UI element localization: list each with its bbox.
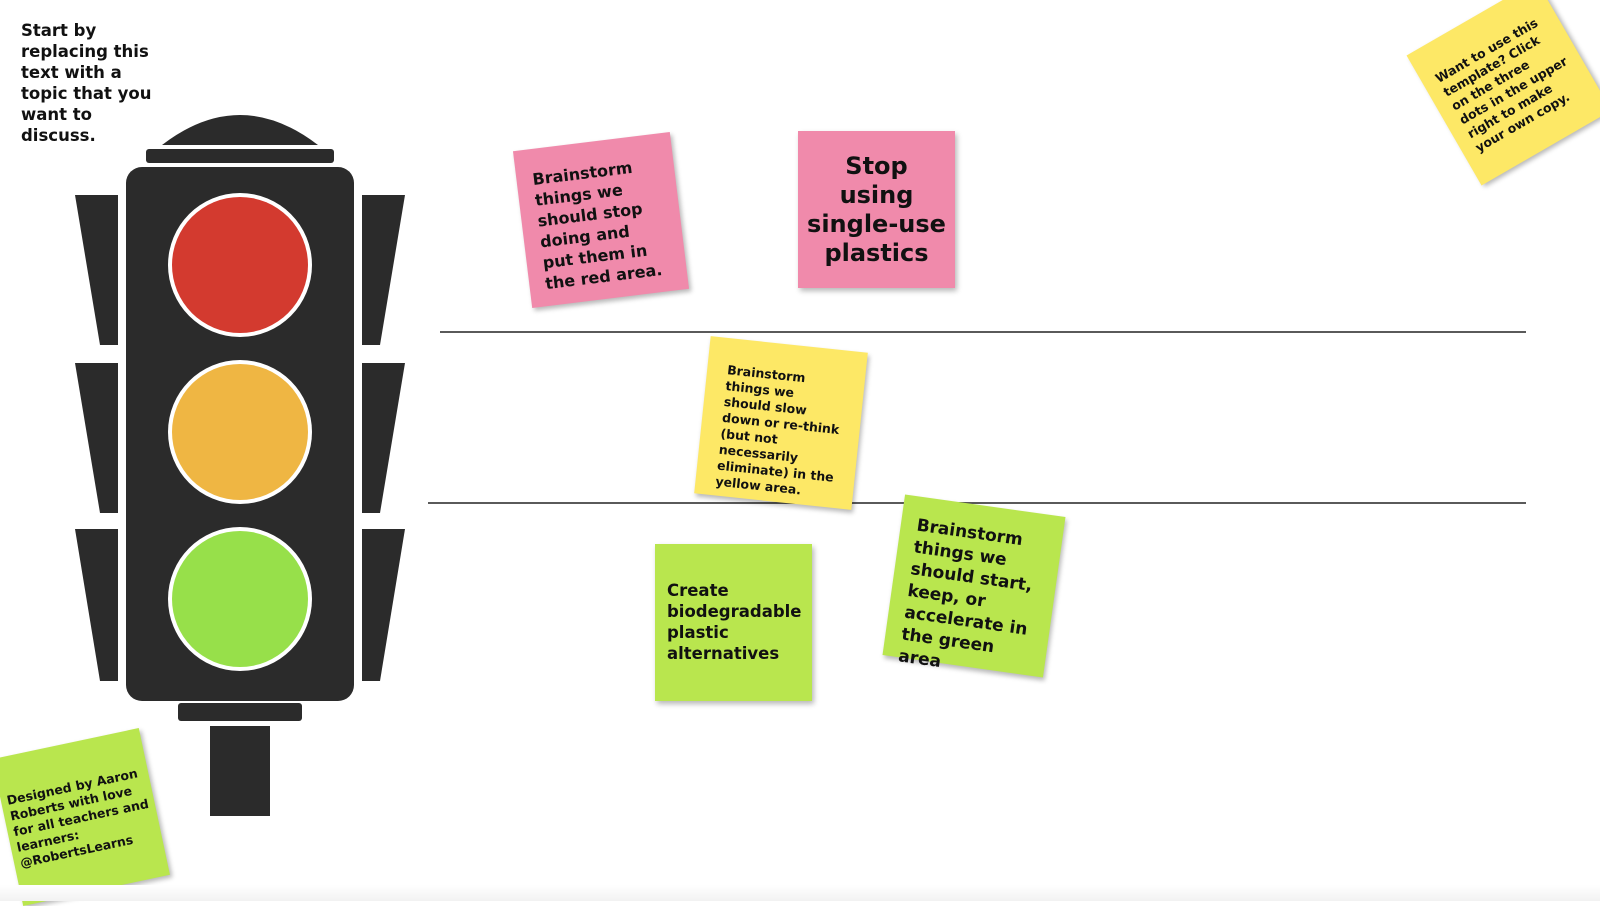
- topic-text[interactable]: Start by replacing this text with a topi…: [21, 21, 152, 145]
- traffic-light-graphic: [75, 115, 405, 816]
- sticky-note-red-prompt[interactable]: Brainstorm things we should stop doing a…: [512, 131, 690, 309]
- right-visor-bottom: [362, 529, 405, 681]
- sticky-note-text: Brainstorm things we should stop doing a…: [531, 157, 664, 294]
- sticky-note-text: Brainstorm things we should start, keep,…: [897, 515, 1034, 673]
- red-light-lens: [172, 197, 308, 333]
- divider-yellow-green: [428, 502, 1526, 504]
- left-visor-mid: [75, 363, 118, 513]
- sticky-note-text: Designed by Aaron Roberts with love for …: [5, 765, 150, 871]
- sticky-note-text: Stop using single-use plastics: [807, 151, 946, 267]
- left-visor-bottom: [75, 529, 118, 681]
- sticky-note-green-prompt[interactable]: Brainstorm things we should start, keep,…: [882, 494, 1066, 678]
- traffic-light-cap: [162, 115, 318, 145]
- sticky-note-text: Want to use this template? Click on the …: [1432, 14, 1573, 156]
- traffic-light-base: [178, 703, 302, 721]
- yellow-light-lens: [172, 364, 308, 500]
- sticky-note-red-idea[interactable]: Stop using single-use plastics: [798, 131, 955, 288]
- sticky-note-text: Create biodegradable plastic alternative…: [667, 581, 802, 663]
- right-visor-top: [362, 195, 405, 345]
- sticky-note-text: Brainstorm things we should slow down or…: [714, 362, 841, 498]
- traffic-light-pole: [210, 726, 270, 816]
- canvas-bottom-edge: [0, 885, 1600, 901]
- sticky-note-template-help[interactable]: Want to use this template? Click on the …: [1406, 0, 1600, 186]
- sticky-note-green-idea[interactable]: Create biodegradable plastic alternative…: [655, 544, 812, 701]
- green-light-lens: [172, 531, 308, 667]
- sticky-note-credits[interactable]: Designed by Aaron Roberts with love for …: [0, 728, 170, 906]
- divider-red-yellow: [440, 331, 1526, 333]
- sticky-note-yellow-prompt[interactable]: Brainstorm things we should slow down or…: [694, 336, 868, 510]
- traffic-light-cap-bar: [146, 149, 334, 163]
- right-visor-mid: [362, 363, 405, 513]
- left-visor-top: [75, 195, 118, 345]
